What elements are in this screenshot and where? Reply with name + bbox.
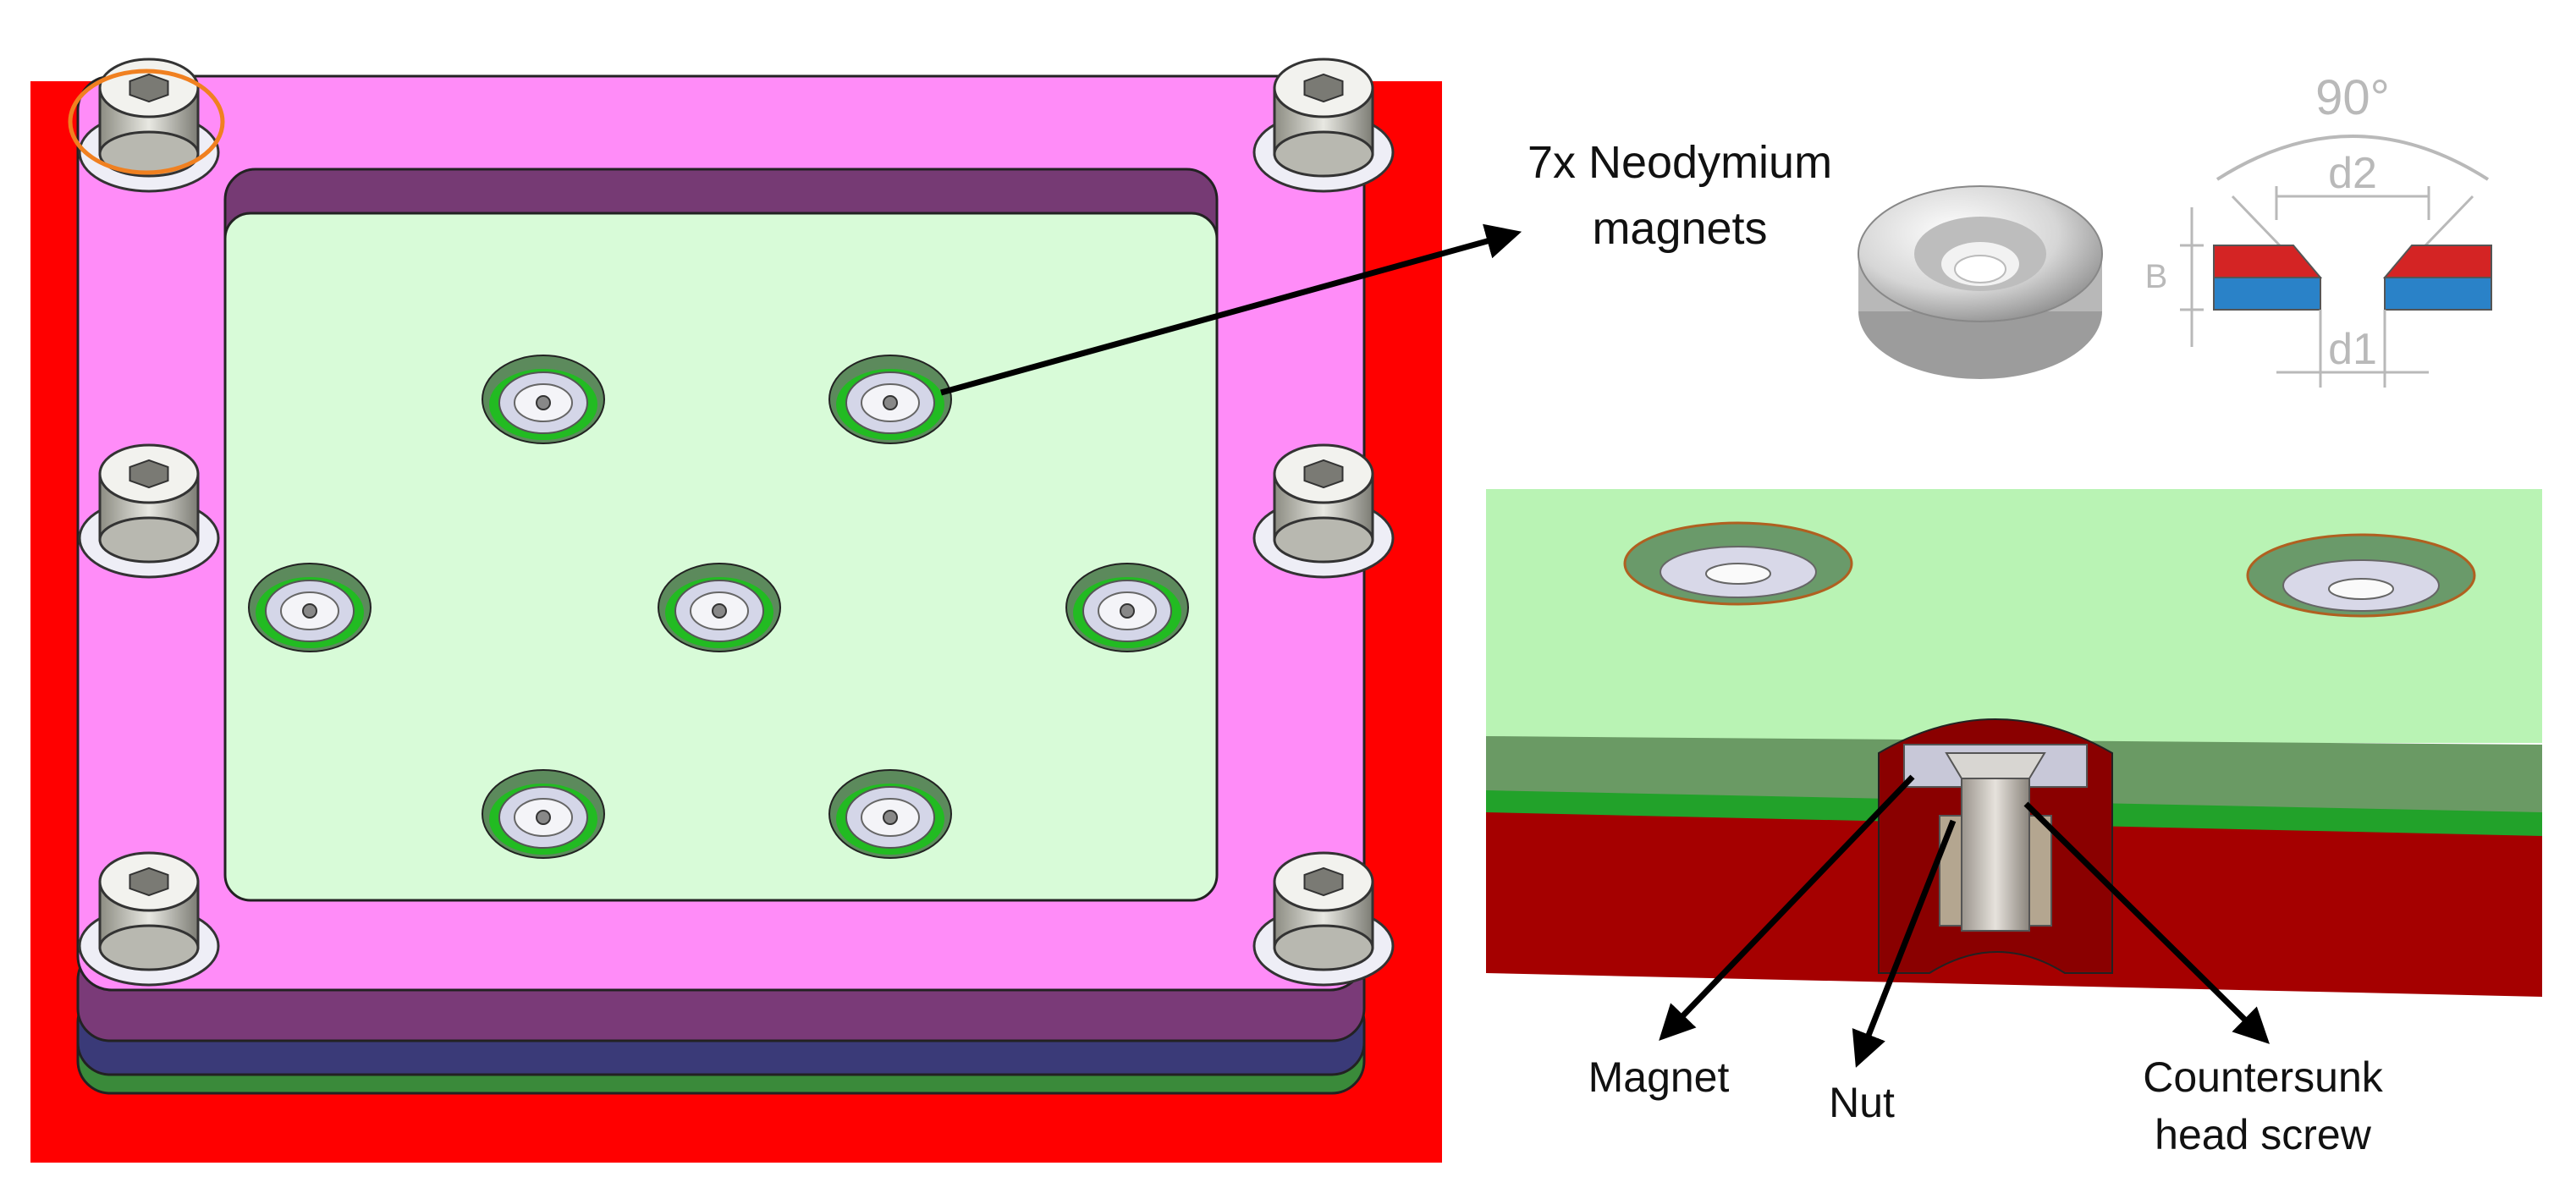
highlight-circle xyxy=(68,69,225,175)
magnet-pocket xyxy=(1065,563,1189,652)
magnets-callout-arrow xyxy=(940,223,1522,396)
d2-label: d2 xyxy=(2328,149,2377,198)
angle-arc xyxy=(2215,135,2490,181)
hex-socket-bolt-icon xyxy=(78,443,220,579)
section-blue-left xyxy=(2213,277,2321,311)
countersunk-magnet-icon xyxy=(1858,185,2103,379)
recess-floor xyxy=(223,212,1219,902)
section-red-right xyxy=(2382,245,2492,278)
screw-head xyxy=(1945,752,2046,779)
magnet-pockets xyxy=(248,355,1189,859)
magnet-pocket xyxy=(482,769,605,859)
hex-socket-bolt-icon xyxy=(78,58,220,193)
screw-label-line2: head screw xyxy=(2155,1111,2372,1158)
magnet-label: Magnet xyxy=(1588,1053,1730,1101)
screw-shaft xyxy=(1961,761,2030,932)
magnet-pocket xyxy=(658,563,781,652)
corner-bolts xyxy=(78,58,1395,987)
hex-socket-bolt-icon xyxy=(78,851,220,987)
section-view: Magnet Nut Countersunk head screw xyxy=(1486,489,2542,1158)
magnet-pocket xyxy=(828,355,952,444)
d1-label: d1 xyxy=(2328,325,2377,374)
magnets-callout-line2: magnets xyxy=(1592,203,1767,254)
magnet-pocket xyxy=(482,355,605,444)
nut-leader-arrow xyxy=(1852,819,1957,1068)
section-blue-right xyxy=(2384,277,2492,311)
b-label: B xyxy=(2145,258,2168,295)
nut-label: Nut xyxy=(1829,1079,1895,1126)
hex-socket-bolt-icon xyxy=(1252,851,1395,987)
screw-leader-arrow xyxy=(2023,801,2270,1044)
magnet-pocket xyxy=(828,769,952,859)
magnet-pocket xyxy=(248,563,372,652)
hex-socket-bolt-icon xyxy=(1252,58,1395,193)
section-red-left xyxy=(2213,245,2323,278)
plate-assembly xyxy=(30,74,1442,1163)
screw-label-line1: Countersunk xyxy=(2143,1053,2383,1101)
magnets-callout-line1: 7x Neodymium xyxy=(1527,137,1832,188)
angle-label: 90° xyxy=(2315,70,2390,125)
magnet-leader-arrow xyxy=(1659,774,1915,1042)
hex-socket-bolt-icon xyxy=(1252,443,1395,579)
magnet-dimension-drawing: 90° d2 B d1 xyxy=(2145,70,2492,388)
